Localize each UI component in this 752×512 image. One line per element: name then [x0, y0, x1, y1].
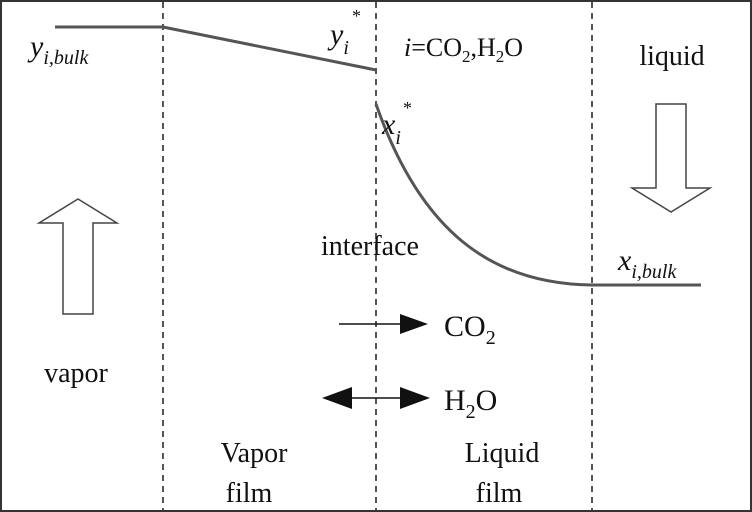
co2-transfer-arrow-icon	[400, 314, 428, 334]
x-bulk-label: xi,bulk	[617, 244, 677, 283]
liquid-label: liquid	[639, 41, 704, 72]
x-interface-label: xi	[381, 108, 401, 149]
h2o-transfer-left-arrow-icon	[322, 387, 352, 409]
y-bulk-label: yi,bulk	[27, 30, 89, 69]
co2-label: CO2	[444, 310, 496, 349]
vapor-concentration-profile	[55, 25, 377, 72]
x-interface-star: *	[403, 98, 412, 118]
vapor-flow-arrow-icon	[36, 198, 120, 315]
liquid-film-label-line2: film	[476, 478, 523, 509]
y-interface-star: *	[352, 6, 361, 26]
h2o-label: H2O	[444, 384, 497, 423]
vapor-film-label-line1: Vapor	[221, 438, 289, 469]
vapor-film-label-line2: film	[226, 478, 273, 509]
h2o-transfer-right-arrow-icon	[400, 387, 430, 409]
vapor-label: vapor	[44, 358, 108, 389]
liquid-concentration-profile	[374, 103, 701, 287]
y-interface-label: yi	[327, 18, 349, 59]
liquid-flow-arrow-icon	[629, 103, 713, 213]
interface-label: interface	[321, 231, 419, 262]
species-label: i=CO2,H2O	[404, 33, 523, 66]
liquid-film-label-line1: Liquid	[465, 438, 540, 469]
